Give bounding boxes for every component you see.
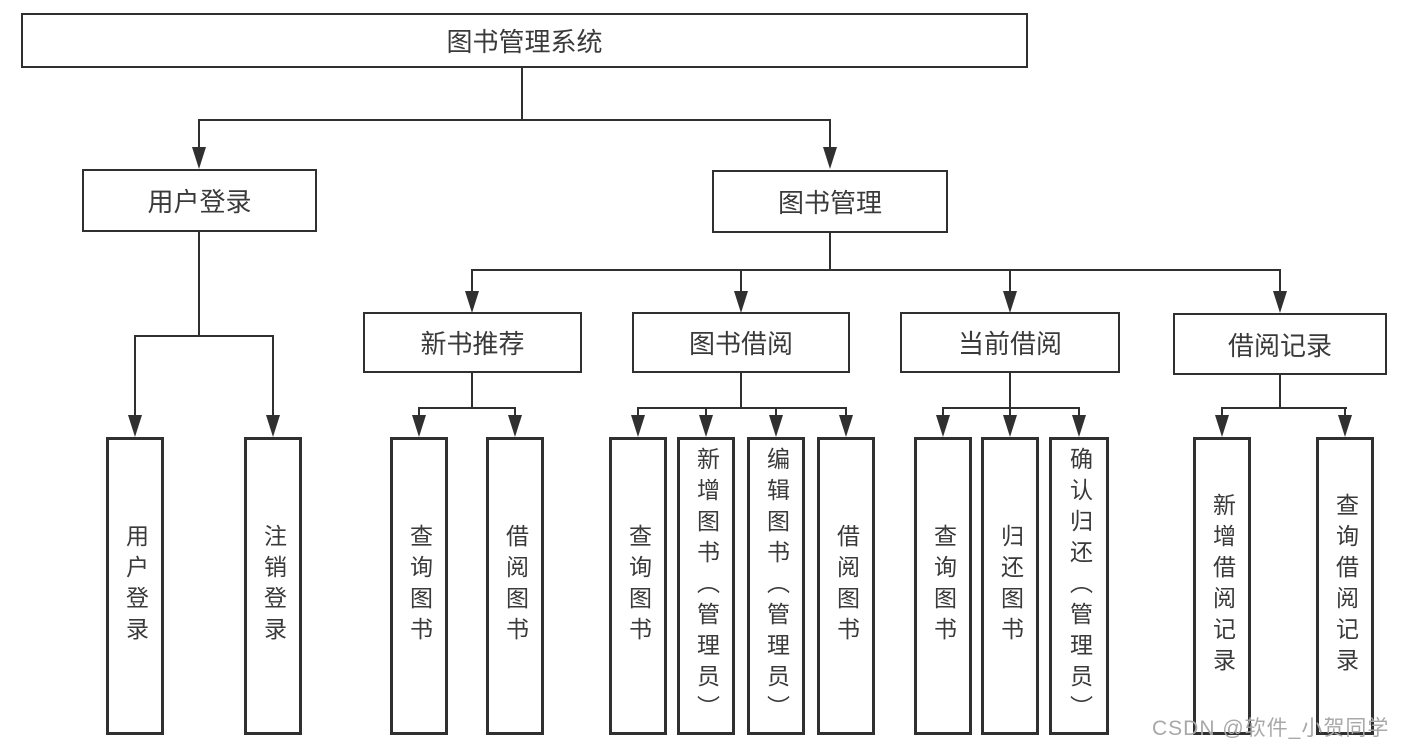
arrowhead-down-icon [508, 415, 522, 437]
node-user-login-label: 用户登录 [147, 187, 252, 217]
arrowhead-down-icon [823, 147, 837, 169]
connector-current-stem [1009, 373, 1011, 409]
arrowhead-down-icon [1273, 291, 1287, 313]
connector-arrow-leaf-stem [134, 335, 136, 415]
connector-arrow-leaf-stem [418, 407, 420, 416]
connector-arrow-group-stem [1279, 269, 1281, 291]
arrowhead-down-icon [1003, 291, 1017, 313]
arrowhead-down-icon [465, 291, 479, 313]
leaf-query-book-current: 查询图书 [914, 437, 972, 735]
connector-arrow-leaf-stem [1078, 407, 1080, 416]
leaf-add-borrow-record: 新增借阅记录 [1193, 437, 1251, 735]
node-user-login: 用户登录 [82, 169, 317, 232]
connector-record-hline [1221, 407, 1347, 409]
leaf-query-book-borrow: 查询图书 [609, 437, 667, 735]
arrowhead-down-icon [734, 291, 748, 313]
arrowhead-down-icon [839, 415, 853, 437]
arrowhead-down-icon [266, 415, 280, 437]
connector-book-mgmt-stem [829, 233, 831, 270]
arrowhead-down-icon [936, 415, 950, 437]
connector-level2-hline [198, 119, 831, 121]
node-book-management-label: 图书管理 [777, 188, 882, 218]
connector-arrow-leaf-stem [514, 407, 516, 416]
watermark: CSDN @软件_小贺同学 [1152, 717, 1390, 740]
leaf-query-borrow-record: 查询借阅记录 [1316, 437, 1374, 735]
node-borrow-record: 借阅记录 [1173, 313, 1387, 375]
connector-arrow-leaf-stem [775, 407, 777, 416]
connector-arrow-group-stem [740, 269, 742, 291]
connector-borrow-stem [740, 373, 742, 409]
connector-level3-hline [471, 269, 1281, 271]
node-book-management: 图书管理 [712, 170, 948, 233]
leaf-return-book: 归还图书 [981, 437, 1039, 735]
connector-arrow-leaf-stem [845, 407, 847, 416]
connector-arrow-user-login-stem [198, 119, 200, 147]
node-root: 图书管理系统 [21, 13, 1028, 68]
leaf-logout: 注销登录 [244, 437, 302, 735]
leaf-query-book-recommend: 查询图书 [390, 437, 448, 735]
connector-arrow-leaf-stem [637, 407, 639, 416]
leaf-user-login: 用户登录 [106, 437, 164, 735]
connector-arrow-leaf-stem [1221, 407, 1223, 416]
arrowhead-down-icon [1072, 415, 1086, 437]
connector-recommend-stem [471, 373, 473, 409]
node-current-borrow: 当前借阅 [900, 312, 1120, 373]
leaf-edit-book-admin: 编辑图书（管理员） [747, 437, 805, 735]
node-book-borrow-label: 图书借阅 [688, 329, 793, 359]
arrowhead-down-icon [1215, 415, 1229, 437]
leaf-add-book-admin: 新增图书（管理员） [677, 437, 735, 735]
connector-arrow-leaf-stem [1344, 407, 1346, 416]
node-borrow-record-label: 借阅记录 [1227, 330, 1332, 361]
connector-user-login-stem [198, 232, 200, 336]
arrowhead-down-icon [1003, 415, 1017, 437]
connector-arrow-leaf-stem [942, 407, 944, 416]
leaf-borrow-book-recommend: 借阅图书 [486, 437, 544, 735]
connector-current-hline [942, 407, 1080, 409]
arrowhead-down-icon [128, 415, 142, 437]
node-new-book-recommend: 新书推荐 [363, 312, 582, 373]
connector-recommend-hline [418, 407, 516, 409]
arrowhead-down-icon [769, 415, 783, 437]
connector-arrow-group-stem [471, 269, 473, 291]
node-current-borrow-label: 当前借阅 [957, 329, 1062, 359]
arrowhead-down-icon [1338, 415, 1352, 437]
connector-user-login-hline [134, 335, 274, 337]
connector-arrow-leaf-stem [705, 407, 707, 416]
node-new-book-recommend-label: 新书推荐 [420, 329, 525, 359]
leaf-borrow-book: 借阅图书 [817, 437, 875, 735]
connector-arrow-group-stem [1009, 269, 1011, 291]
connector-root-stem [521, 68, 523, 121]
connector-arrow-leaf-stem [1009, 407, 1011, 416]
node-book-borrow: 图书借阅 [632, 312, 850, 373]
connector-arrow-leaf-stem [272, 335, 274, 415]
arrowhead-down-icon [631, 415, 645, 437]
node-root-label: 图书管理系统 [446, 27, 603, 57]
connector-arrow-book-mgmt-stem [829, 119, 831, 147]
connector-borrow-hline [637, 407, 847, 409]
arrowhead-down-icon [192, 147, 206, 169]
leaf-confirm-return-admin: 确认归还（管理员） [1049, 437, 1109, 735]
arrowhead-down-icon [699, 415, 713, 437]
connector-record-stem [1279, 373, 1281, 409]
arrowhead-down-icon [412, 415, 426, 437]
